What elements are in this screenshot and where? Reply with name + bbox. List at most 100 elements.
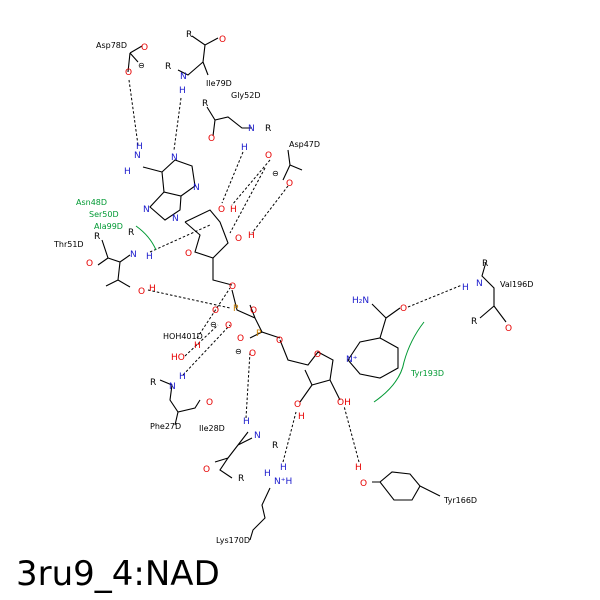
atom-h-val196: H <box>462 283 469 293</box>
residue-label-hoh401: HOH401D <box>163 332 203 341</box>
atom-o-pbeta-b: O <box>249 349 256 359</box>
atom-n7-adenine: N <box>143 205 150 215</box>
atom-n1-adenine: N <box>171 153 178 163</box>
atom-o-asp78a: O <box>141 43 148 53</box>
atom-r-val196b: R <box>471 317 477 327</box>
atom-o-gly52: O <box>208 134 215 144</box>
hbond-tyr166-o <box>343 405 360 463</box>
atom-h-lys170b: H <box>280 463 287 473</box>
hbond-ile79-n1 <box>173 97 182 151</box>
atom-n-thr51: N <box>130 250 137 260</box>
atom-o-pbeta-a: O <box>237 334 244 344</box>
charge-minus-pbeta: ⊖ <box>235 347 242 356</box>
atom-r-gly52b: R <box>265 124 271 134</box>
atom-n-ile79: N <box>180 72 187 82</box>
atom-r-val196a: R <box>482 259 488 269</box>
atom-h-gly52: H <box>241 143 248 153</box>
atom-h-phe27: H <box>179 372 186 382</box>
hbond-asp47-o3 <box>231 159 271 206</box>
atom-n-phe27: N <box>169 382 176 392</box>
residue-label-thr51: Thr51D <box>53 240 84 249</box>
atom-h-hoh401: H <box>194 341 201 351</box>
atom-n-gly52: N <box>248 124 255 134</box>
atom-o-thr51-side: O <box>138 287 145 297</box>
atom-h-ile79: H <box>179 86 186 96</box>
hbond-asp78-n6 <box>128 79 139 146</box>
atom-n-val196: N <box>476 279 483 289</box>
hydrogen-bonds <box>128 79 463 463</box>
atom-h-tyr166: H <box>355 463 362 473</box>
atom-o-asp47a: O <box>265 151 272 161</box>
residue-label-ile79: Ile79D <box>206 79 232 88</box>
hbond-hoh401-a <box>196 287 231 339</box>
atom-n9-adenine: N <box>172 214 179 224</box>
atom-oh-ribose-n3: O <box>294 400 301 410</box>
hydrophobic-arc-ala99 <box>135 225 157 251</box>
atom-r-ile28b: R <box>238 474 244 484</box>
atom-o-phe27: O <box>206 398 213 408</box>
atom-o-pbeta-c: O <box>276 336 283 346</box>
residue-label-ala99: Ala99D <box>94 222 123 231</box>
charge-minus-asp78: ⊖ <box>138 61 145 70</box>
residue-label-phe27: Phe27D <box>150 422 181 431</box>
hbond-val196-o <box>407 284 463 308</box>
hbond-gly52-o <box>221 151 244 204</box>
hbond-thr51-o <box>147 289 231 309</box>
atom-h-lys170a: H <box>264 469 271 479</box>
residue-label-tyr193: Tyr193D <box>410 369 444 378</box>
hydrophobic-contacts <box>135 225 425 403</box>
hbond-phe27-o <box>182 324 231 376</box>
atom-p-beta: P <box>256 329 262 339</box>
atom-o-palpha-a: O <box>212 306 219 316</box>
atom-h1-adenine: H <box>136 142 143 152</box>
residue-label-asp78: Asp78D <box>96 41 127 50</box>
atom-o-asp78b: O <box>125 68 132 78</box>
atom-o-bridge-5a: O <box>229 282 236 292</box>
atom-r-thr51b: R <box>128 228 134 238</box>
residue-label-asp47: Asp47D <box>289 140 320 149</box>
atom-o-ribose-n-ring: O <box>314 350 321 360</box>
atom-h-ile28: H <box>243 417 250 427</box>
atom-o-nicotinamide: O <box>400 304 407 314</box>
atom-r-ile28a: R <box>272 441 278 451</box>
atom-o-palpha-c: O <box>250 306 257 316</box>
atom-h-thr51-side: H <box>149 284 156 294</box>
hbond-lys170-o <box>282 411 297 463</box>
atom-o-palpha-b: O <box>225 321 232 331</box>
residue-label-val196: Val196D <box>500 280 533 289</box>
atom-h2-adenine: H <box>124 167 131 177</box>
residue-bonds <box>97 35 507 541</box>
atom-p-alpha: P <box>233 304 239 314</box>
atom-o-val196: O <box>505 324 512 334</box>
atom-o-ribose-a3: O <box>235 234 242 244</box>
atom-o-tyr166: O <box>360 479 367 489</box>
atom-ho-hoh401: HO <box>171 353 185 363</box>
atom-o-asp47b: O <box>286 179 293 189</box>
atom-n3-adenine: N <box>193 183 200 193</box>
hbond-asp47-o2b <box>229 167 266 234</box>
hbond-asp47-o2 <box>251 185 289 234</box>
hbond-ile28-o <box>245 351 251 419</box>
atom-o-ribose-a-ring: O <box>185 249 192 259</box>
residue-label-ile28: Ile28D <box>199 424 225 433</box>
atom-h-ribose-a3: H <box>248 231 255 241</box>
charge-minus-palpha: ⊖ <box>210 320 217 329</box>
nad-ligand <box>142 159 401 403</box>
atom-r-ile79b: R <box>165 62 171 72</box>
hydrophobic-arc-tyr193 <box>373 321 425 403</box>
hbond-asn48-n <box>149 224 211 253</box>
hbond-hoh401-b <box>184 324 219 357</box>
atom-n-ile28: N <box>254 431 261 441</box>
atom-o-thr51: O <box>86 259 93 269</box>
atom-h-ribose-n3: H <box>298 412 305 422</box>
atom-nh3-lys170: N⁺H <box>274 477 292 487</box>
residue-labels: Asp78D Ile79D Gly52D Asp47D Asn48D Ser50… <box>53 41 533 545</box>
atom-nh2-adenine: N <box>134 151 141 161</box>
residue-label-tyr166: Tyr166D <box>443 496 477 505</box>
atom-r-ile79a: R <box>186 30 192 40</box>
atom-nh2-nicotinamide: H₂N <box>352 296 369 306</box>
atom-h-ribose-a2: H <box>230 205 237 215</box>
charge-minus-asp47: ⊖ <box>272 169 279 178</box>
residue-label-gly52: Gly52D <box>231 91 261 100</box>
